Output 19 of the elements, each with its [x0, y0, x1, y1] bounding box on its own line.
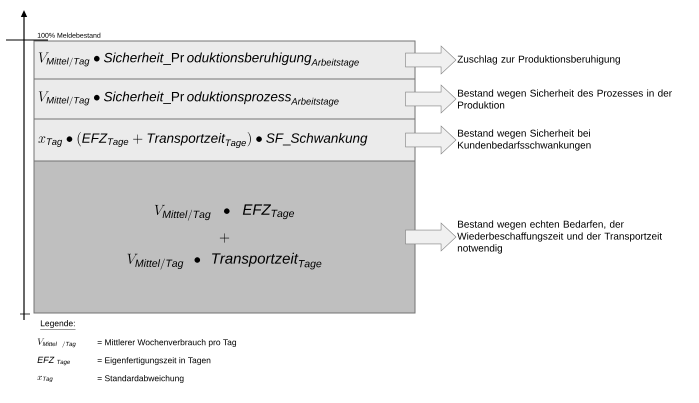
description-text: Bestand wegen Sicherheit bei Kundenbedarfsschwankungen [458, 129, 591, 151]
legend-symbol: $\mathit{EFZ}\ _{\mathit{Tage}}$ [37, 356, 70, 366]
legend-symbol: $V_{\mathit{Mittel\ \ /Tag}}$ [38, 338, 76, 348]
band-box: $V_{\mathit{Mittel/Tag}}\bullet \mathit{EFZ}_{\mathit{Tage}}$ $+$ $V_{\mathit{Mittel/Tag}}\bullet \mathit{Transportzeit}_{\mathit{Tage}}$ [34, 160, 416, 314]
legend-text: = Mittlerer Wochenverbrauch pro Tag [98, 339, 236, 347]
legend-text: = Standardabweichung [98, 375, 184, 383]
description-text: Bestand wegen Sicherheit des Prozesses in der Produktion [458, 89, 672, 109]
band-box: $V_{\mathit{Mittel/Tag}}\bullet \mathit{Sicherheit}\_\mathrm{Pr}\,\mathit{oduktionsberuhigung}_{\mathit{Arbeitstage}}$ [34, 40, 416, 80]
band-box: $x_{\mathit{Tag}}\bullet(\mathit{EFZ}_{\mathit{Tage}}+\mathit{Transportzeit}_{\mathit{Tage}})\bullet \mathit{SF}\_\mathit{Schwankung}$ [34, 118, 416, 162]
description-text: Zuschlag zur Produktionsberuhigung [458, 55, 620, 65]
legend-heading: Legende: [40, 320, 76, 330]
band-box: $V_{\mathit{Mittel/Tag}}\bullet \mathit{Sicherheit}\_\mathrm{Pr}\,\mathit{oduktionsprozess}_{\mathit{Arbeitstage}}$ [34, 78, 416, 120]
block-arrow [405, 45, 456, 75]
legend-text: = Eigenfertigungszeit in Tagen [98, 357, 210, 365]
description-text: Bestand wegen echten Bedarfen, der Wiederbeschaffungszeit und der Transportzeit notwendig [457, 220, 662, 254]
block-arrow [405, 84, 456, 114]
legend-symbol: $x_{\mathit{Tag}}$ [37, 376, 53, 382]
block-arrow [405, 125, 456, 155]
block-arrow [405, 222, 456, 252]
